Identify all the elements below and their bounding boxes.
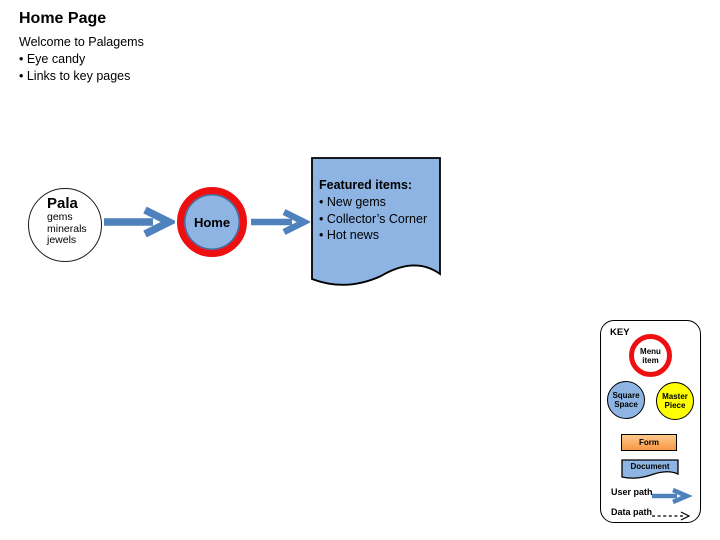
key-square-space-symbol: Square Space (607, 381, 645, 419)
featured-items-document-node: Featured items: • New gems • Collector’s… (311, 157, 441, 297)
pala-node-item: gems (47, 211, 73, 223)
document-text: Featured items: • New gems • Collector’s… (319, 177, 437, 244)
page-bullet: • Links to key pages (19, 69, 131, 83)
key-menu-item-label: Menu item (640, 346, 661, 365)
user-path-arrow-icon (104, 206, 175, 238)
key-title: KEY (610, 327, 630, 338)
home-node-label: Home (193, 214, 231, 230)
key-square-space-label: Square Space (612, 391, 640, 409)
page-title: Home Page (19, 10, 107, 27)
pala-node-text: Pala gems minerals jewels (47, 195, 87, 247)
document-bullet: • Collector’s Corner (319, 211, 428, 226)
user-path-arrow-icon (251, 209, 310, 235)
document-bullet: • Hot news (319, 228, 379, 242)
key-data-path-label: Data path (611, 507, 653, 517)
key-user-path-label: User path (611, 487, 653, 497)
key-form-label: Form (639, 438, 659, 447)
pala-node-title: Pala (47, 195, 78, 212)
pala-node-item: jewels (47, 234, 77, 246)
key-form-symbol: Form (621, 434, 677, 451)
pala-node-item: minerals (47, 222, 87, 235)
page-subtitle: Welcome to Palagems (19, 35, 144, 49)
key-document-symbol: Document (621, 459, 679, 481)
key-master-piece-label: Master Piece (662, 392, 688, 410)
home-menu-node: Home (177, 187, 247, 257)
key-master-piece-symbol: Master Piece (656, 382, 694, 420)
document-bullet: • New gems (319, 195, 386, 209)
legend-key-panel: KEY Menu item Square Space Master Piece … (600, 320, 701, 523)
user-path-arrow-icon (652, 488, 693, 504)
document-shape (621, 459, 679, 479)
document-title: Featured items: (319, 178, 413, 192)
pala-site-node: Pala gems minerals jewels (28, 188, 102, 262)
key-document-label: Document (630, 462, 670, 471)
page-bullet: • Eye candy (19, 52, 86, 66)
document-shape (311, 157, 441, 286)
key-menu-item-symbol: Menu item (629, 334, 672, 377)
page-bullet-list: • Eye candy • Links to key pages (19, 51, 130, 85)
data-path-dashed-arrow-icon (652, 511, 691, 521)
